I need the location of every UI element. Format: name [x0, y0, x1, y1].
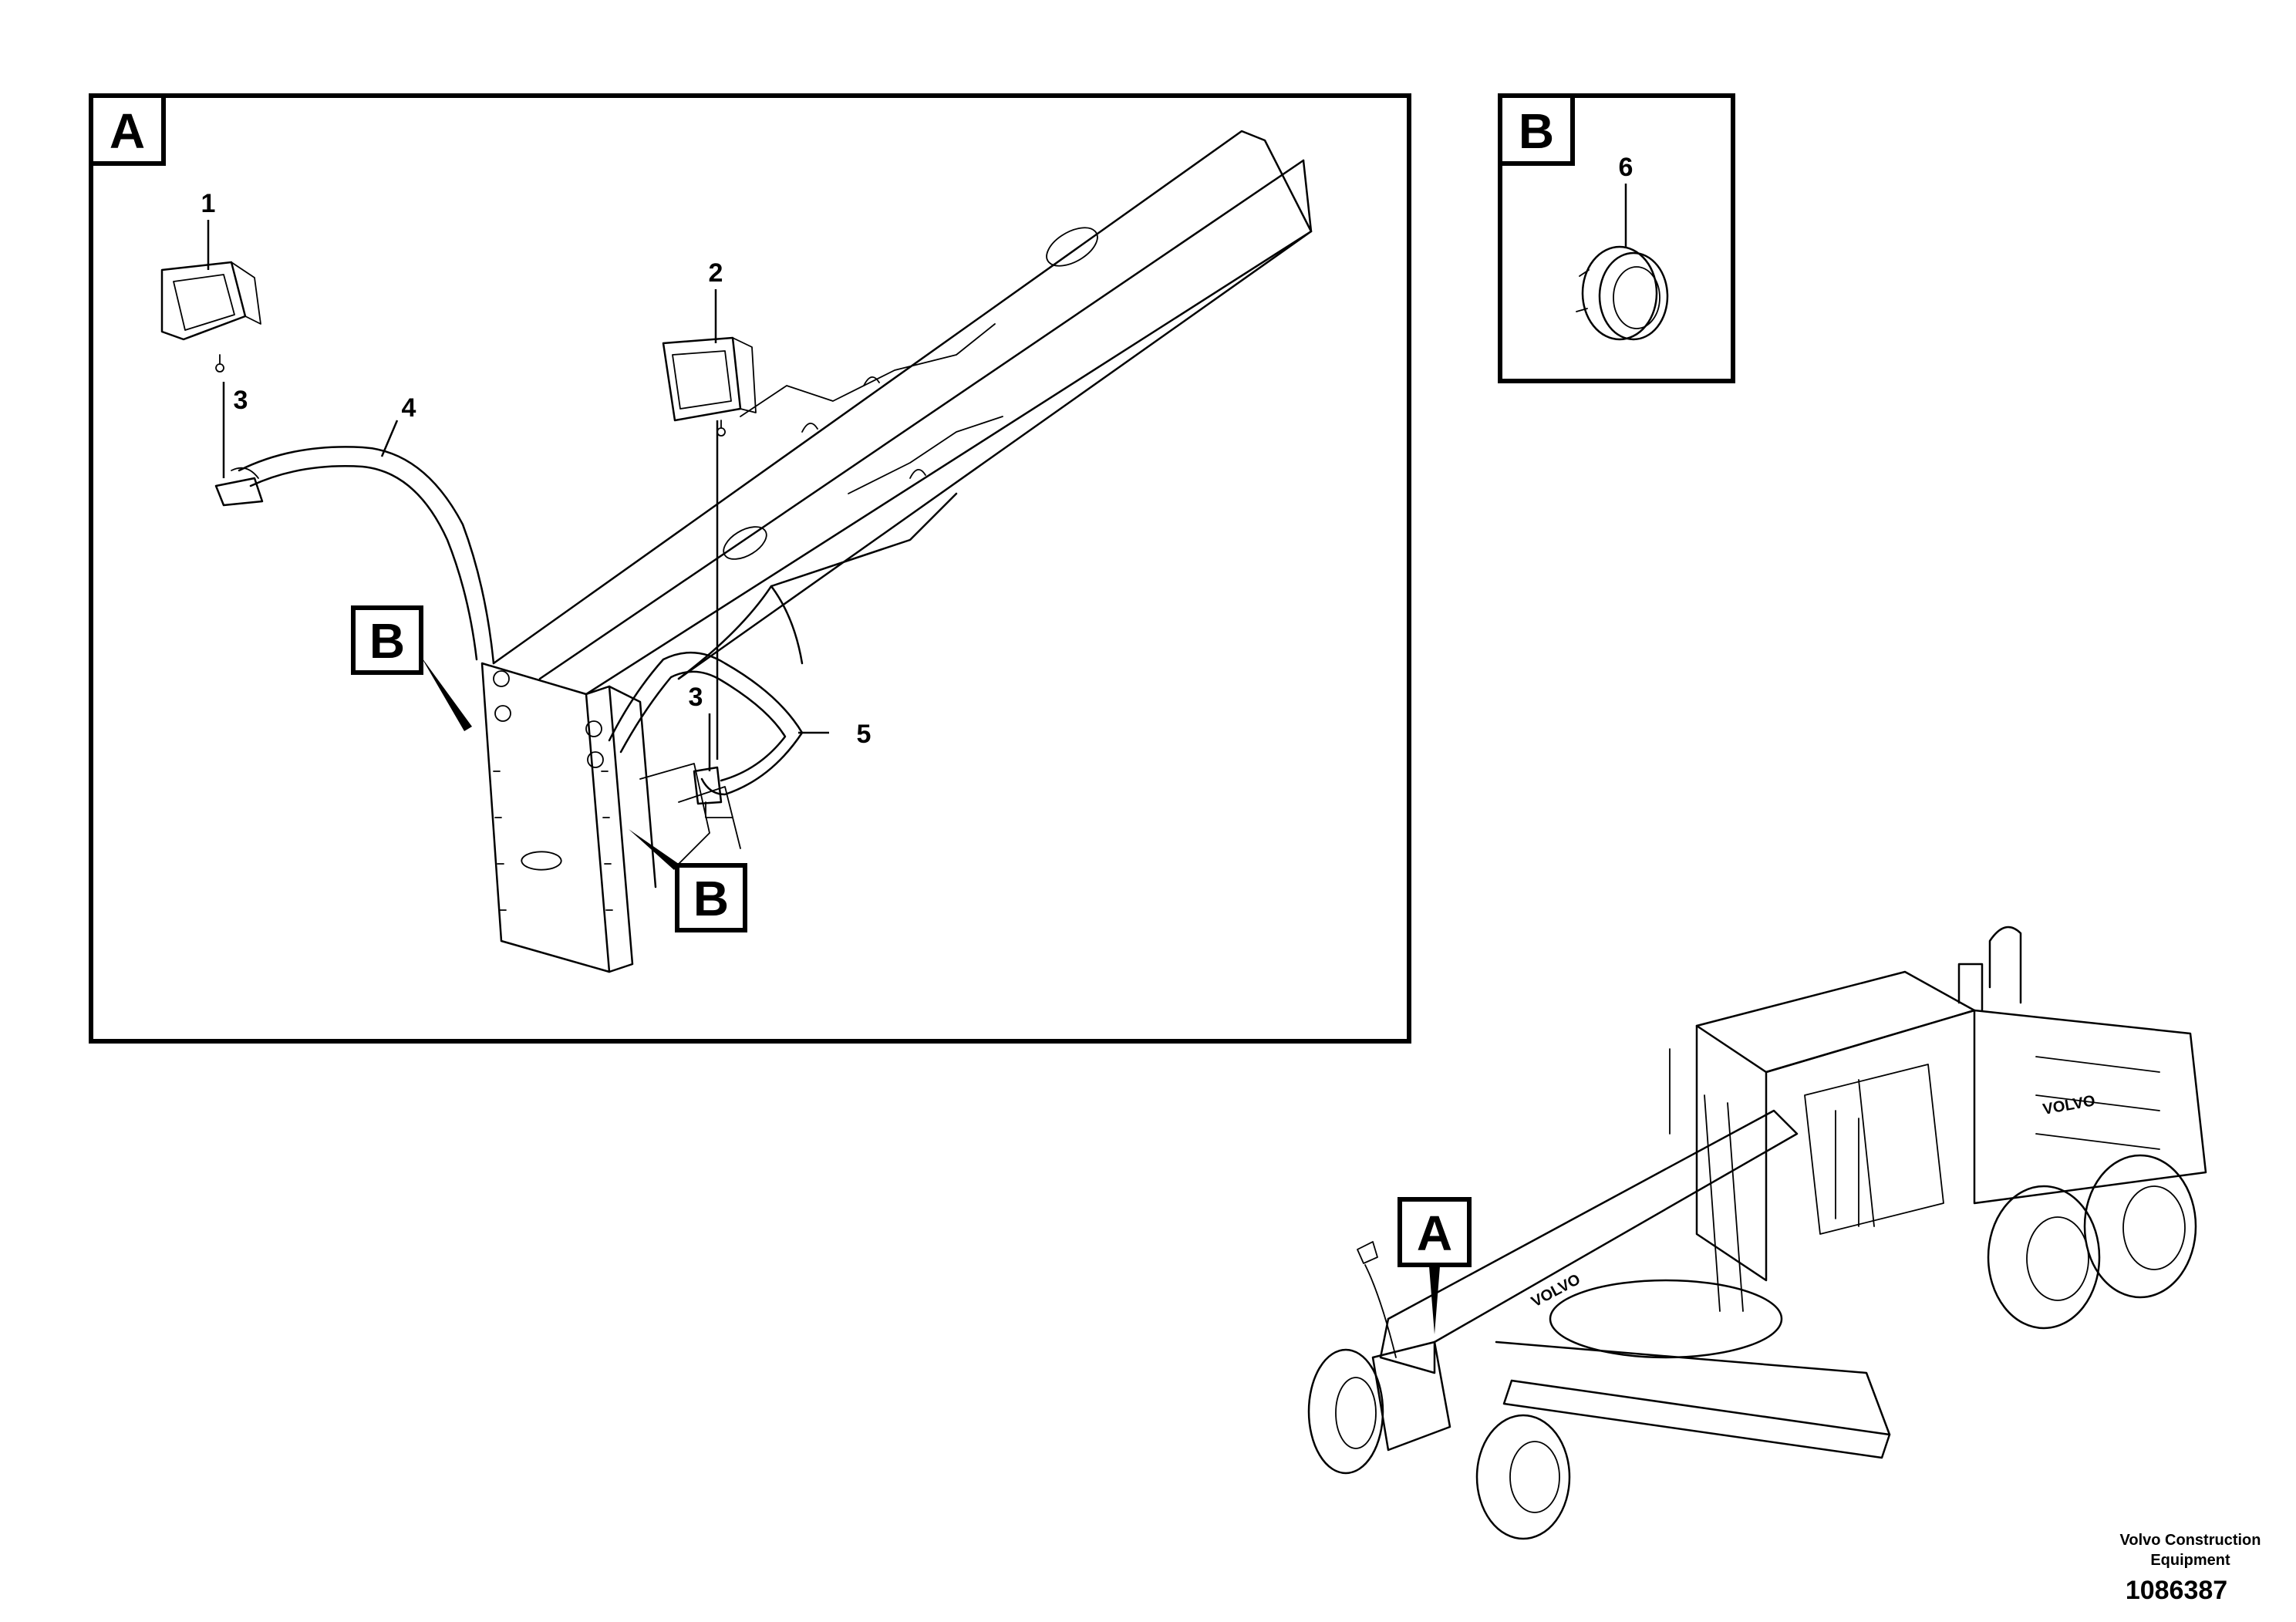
bracket-4 — [214, 446, 495, 665]
overview-tag-box — [1397, 1197, 1472, 1267]
work-light-2 — [662, 336, 757, 437]
detail-b-tag-box — [1498, 93, 1575, 166]
detail-a-tag: A — [110, 103, 145, 159]
credit-line-1: Volvo Construction — [2120, 1532, 2261, 1549]
b-callout-upper-box — [351, 605, 423, 675]
publisher-credit: Volvo Construction Equipment 1086387 — [2120, 1532, 2261, 1605]
part-number-1: 1 — [201, 189, 216, 218]
part-number-6: 6 — [1619, 153, 1633, 182]
detail-view-b: B 6 — [1498, 93, 1735, 383]
detail-b-tag: B — [1519, 103, 1554, 159]
rear-wheels — [1987, 1154, 2197, 1330]
b-callout-upper: B — [369, 613, 405, 669]
front-wheels — [1307, 1348, 1571, 1540]
overview-tag: A — [1417, 1206, 1452, 1261]
leader-lines-a — [207, 220, 829, 870]
credit-line-2: Equipment — [2150, 1552, 2230, 1569]
detail-a-tag-box — [89, 93, 166, 166]
machine-lettering-frame: VOLVO — [1529, 1271, 1583, 1311]
grader-frame-beam — [492, 130, 1313, 696]
grommet-6 — [1576, 245, 1669, 341]
part-number-2: 2 — [709, 258, 723, 288]
work-light-1 — [160, 261, 261, 373]
part-number-4: 4 — [402, 393, 416, 423]
part-number-3-lower: 3 — [689, 683, 703, 712]
detail-view-a: A — [89, 93, 1411, 1044]
document-number: 1086387 — [2126, 1576, 2227, 1605]
b-callout-lower-box — [675, 863, 747, 932]
part-number-5: 5 — [857, 720, 872, 749]
part-number-3-upper: 3 — [234, 386, 248, 415]
motor-grader-overview: VOLVO VOLVO — [1307, 926, 2207, 1540]
detail-a-frame — [89, 93, 1411, 1044]
mounting-plate — [480, 662, 741, 973]
b-callout-lower: B — [693, 871, 729, 926]
detail-b-frame — [1498, 93, 1735, 383]
